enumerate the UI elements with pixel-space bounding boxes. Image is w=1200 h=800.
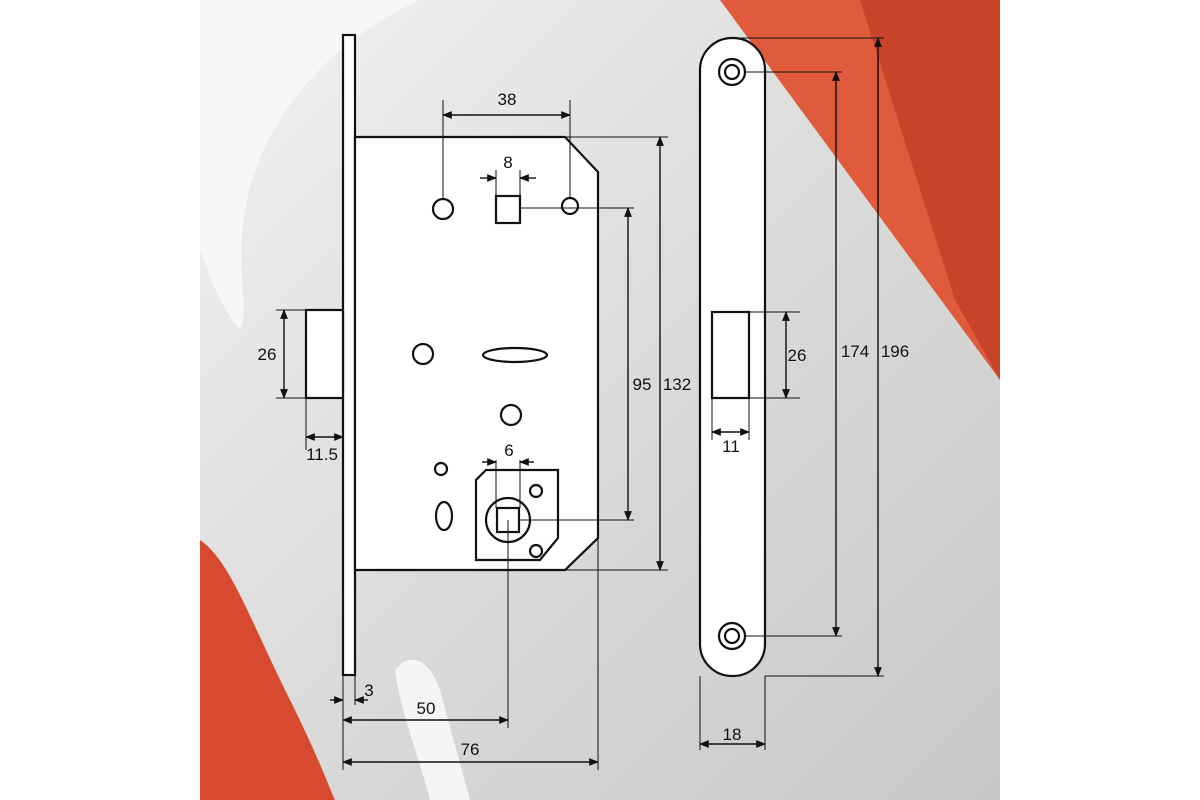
dim-label-upper-square: 8	[503, 153, 512, 172]
keyhole-slot	[481, 346, 549, 364]
dim-label-case-depth: 76	[461, 740, 480, 759]
background-white-swoosh	[200, 0, 420, 330]
dimension-lines	[280, 37, 882, 766]
dim-label-faceplate-thickness: 3	[364, 681, 373, 700]
background-red-shape-bottom	[200, 540, 335, 800]
background-red-shape-top-dark	[860, 0, 1000, 380]
strike-hole-top-inner	[723, 63, 741, 81]
lower-hole	[499, 403, 523, 427]
dim-label-case-height: 132	[663, 375, 691, 394]
oval-slot	[434, 500, 454, 532]
dim-label-strike-opening-width: 11	[722, 437, 740, 456]
cylinder-screw-bottom	[528, 543, 544, 559]
dim-label-strike-opening-height: 26	[788, 346, 807, 365]
upper-square-hole	[494, 194, 522, 225]
dim-label-strike-width: 18	[723, 725, 742, 744]
lock-faceplate	[341, 33, 357, 677]
dim-label-backset: 50	[417, 699, 436, 718]
mounting-hole-right	[560, 196, 580, 216]
strike-opening	[710, 310, 751, 400]
strike-hole-bottom-inner	[723, 627, 741, 645]
mounting-hole-left	[431, 197, 455, 221]
small-hole	[433, 461, 449, 477]
dim-label-handle-to-cylinder: 95	[633, 375, 652, 394]
dim-label-latch-height: 26	[258, 345, 277, 364]
dim-label-cylinder-square: 6	[504, 441, 513, 460]
dim-label-latch-projection: 11.5	[306, 445, 338, 464]
cylinder-screw-top	[528, 483, 544, 499]
dim-label-spindle-spacing: 38	[498, 90, 517, 109]
lock-latch	[304, 308, 345, 400]
dim-label-strike-hole-spacing: 174	[841, 342, 869, 361]
dim-label-strike-length: 196	[881, 342, 909, 361]
middle-hole	[411, 342, 435, 366]
